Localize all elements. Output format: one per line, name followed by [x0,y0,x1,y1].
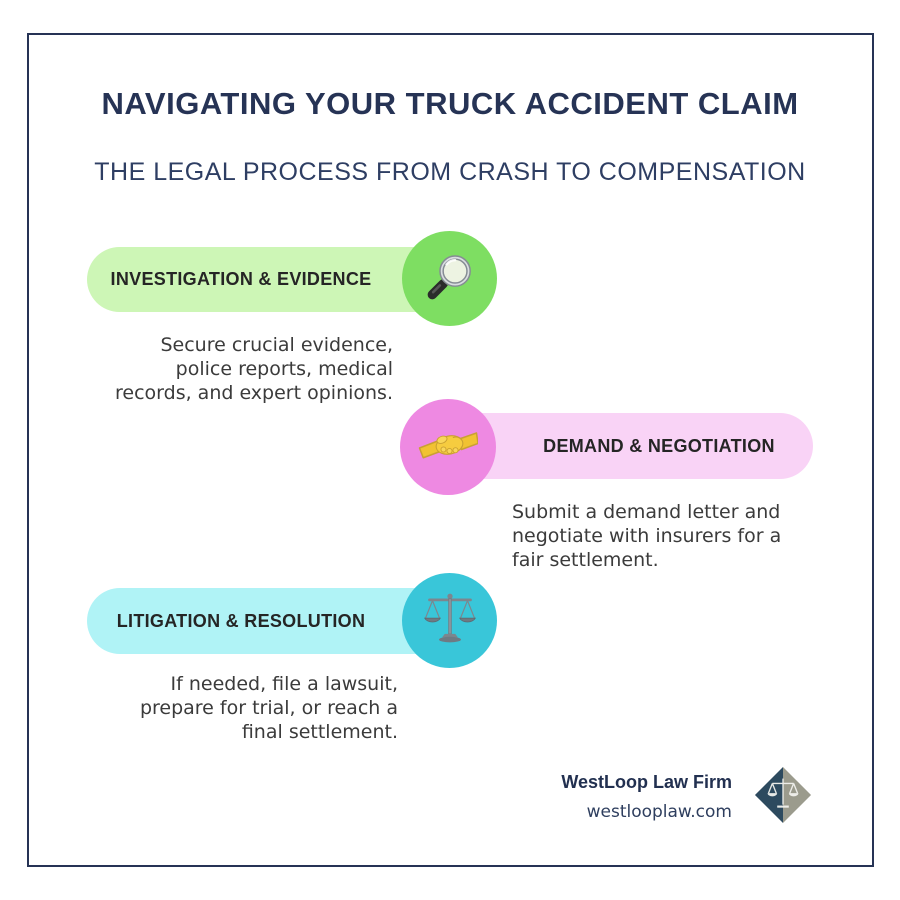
brand-name: WestLoop Law Firm [561,772,732,792]
border-frame [27,33,874,867]
step3-description: If needed, file a lawsuit, prepare for t… [139,673,398,743]
step1-pill: INVESTIGATION & EVIDENCE [87,247,455,312]
footer-text: WestLoop Law Firm westlooplaw.com [561,772,732,822]
scales-icon [422,591,478,651]
step3-circle [402,573,497,668]
page-subtitle: THE LEGAL PROCESS FROM CRASH TO COMPENSA… [94,158,806,186]
step1-label: INVESTIGATION & EVIDENCE [110,269,372,289]
magnifier-icon [423,250,477,308]
step2-description: Submit a demand letter and negotiate wit… [512,501,782,571]
step1-description: Secure crucial evidence, police reports,… [115,334,393,404]
footer: WestLoop Law Firm westlooplaw.com [561,766,812,828]
step2-label: DEMAND & NEGOTIATION [543,435,775,456]
handshake-icon [418,423,479,471]
step2-pill: DEMAND & NEGOTIATION [445,413,813,479]
step1-circle [402,231,497,326]
step2-circle [400,399,496,495]
westloop-diamond-scales-logo [754,766,812,828]
step3-label: LITIGATION & RESOLUTION [116,610,366,631]
website-url: westlooplaw.com [586,802,732,822]
page-title: NAVIGATING YOUR TRUCK ACCIDENT CLAIM [101,86,799,121]
step3-pill: LITIGATION & RESOLUTION [87,588,455,654]
